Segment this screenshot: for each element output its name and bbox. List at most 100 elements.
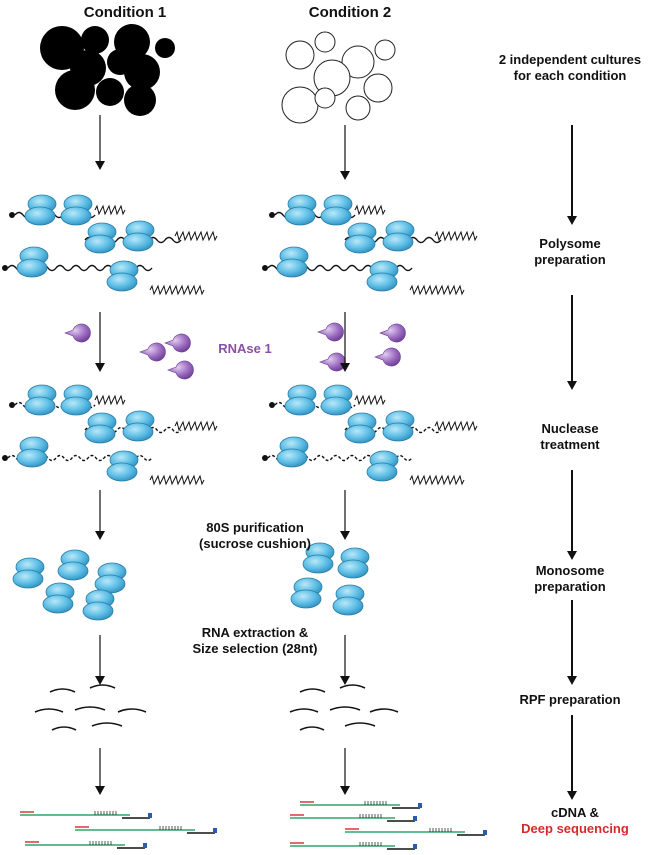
five-prime-cap xyxy=(269,212,275,218)
ribosome xyxy=(366,260,399,292)
ribosome-small-subunit xyxy=(302,554,334,574)
five-prime-cap xyxy=(2,265,8,271)
flow-arrow-col1-head xyxy=(95,161,105,170)
yeast-cell-black xyxy=(124,54,160,90)
monosome xyxy=(42,582,75,614)
polya-tail xyxy=(94,394,126,406)
step-polysome-label: Polysome preparation xyxy=(510,236,630,268)
ribosome-small-subunit xyxy=(320,206,352,226)
step-nuclease-label: Nuclease treatment xyxy=(510,421,630,453)
step-nuclease-line2: treatment xyxy=(540,437,600,452)
ribosome-small-subunit xyxy=(106,462,138,482)
step-arrow-head xyxy=(567,381,577,390)
rnase-enzyme xyxy=(379,323,406,343)
yeast-cell-white xyxy=(281,86,319,124)
ribosome xyxy=(24,194,57,226)
cdna-end-marker xyxy=(418,803,422,808)
rpf-fragment xyxy=(49,688,76,693)
cdna-end-marker xyxy=(413,816,417,821)
ribosome-small-subunit xyxy=(12,569,44,589)
purification-line2: (sucrose cushion) xyxy=(199,536,311,551)
cdna-end-marker xyxy=(148,813,152,818)
rnase-enzyme xyxy=(167,360,194,380)
ribosome xyxy=(16,246,49,278)
cdna-end-marker xyxy=(483,830,487,835)
polya-tail xyxy=(149,474,205,486)
step-cdna-line1: cDNA & xyxy=(551,805,599,820)
cdna-end-marker xyxy=(143,843,147,848)
polya-tail xyxy=(434,420,478,432)
rnase-enzyme xyxy=(64,323,91,343)
ribosome xyxy=(84,412,117,444)
ribosome xyxy=(84,222,117,254)
mrna-strand xyxy=(344,426,442,434)
rnase-enzyme xyxy=(317,322,344,342)
condition-1-header: Condition 1 xyxy=(83,4,167,21)
ribosome-small-subunit xyxy=(82,601,114,621)
rpf-fragment xyxy=(329,706,361,711)
rnase-enzyme xyxy=(139,342,166,362)
ribosome-small-subunit xyxy=(60,206,92,226)
step-rpf-label: RPF preparation xyxy=(500,692,640,708)
ribosome xyxy=(382,410,415,442)
ribosome-small-subunit xyxy=(332,596,364,616)
five-prime-cap xyxy=(269,402,275,408)
ribosome-small-subunit xyxy=(84,424,116,444)
ribosome-small-subunit xyxy=(106,272,138,292)
polya-tail xyxy=(94,204,126,216)
ribosome-small-subunit xyxy=(284,396,316,416)
step-nuclease-line1: Nuclease xyxy=(541,421,599,436)
ribosome xyxy=(106,260,139,292)
ribosome-small-subunit xyxy=(366,462,398,482)
yeast-cell-white xyxy=(363,73,393,103)
ribosome xyxy=(122,410,155,442)
monosome xyxy=(94,562,127,594)
step-cultures-label: 2 independent cultures for each conditio… xyxy=(480,52,660,84)
ribosome xyxy=(24,384,57,416)
step-polysome-line1: Polysome xyxy=(539,236,601,251)
rnase-label: RNAse 1 xyxy=(218,341,272,356)
yeast-cell-white xyxy=(314,31,336,53)
ribosome-small-subunit xyxy=(344,424,376,444)
step-arrow-head xyxy=(567,216,577,225)
five-prime-cap xyxy=(262,265,268,271)
polya-tail xyxy=(174,420,218,432)
monosome xyxy=(332,584,365,616)
monosome xyxy=(82,589,115,621)
extraction-line1: RNA extraction & xyxy=(201,625,309,640)
polya-tail xyxy=(354,394,386,406)
rpf-fragment xyxy=(289,708,319,713)
ribosome xyxy=(284,384,317,416)
ribosome-small-subunit xyxy=(60,396,92,416)
step-cdna-label: cDNA & Deep sequencing xyxy=(510,805,640,837)
yeast-cell-black xyxy=(155,38,175,58)
step-cultures-line2: for each condition xyxy=(513,68,627,83)
yeast-cell-white xyxy=(285,40,315,70)
ribosome xyxy=(284,194,317,226)
yeast-cell-black xyxy=(124,84,156,116)
five-prime-cap xyxy=(9,402,15,408)
polya-tail xyxy=(354,204,386,216)
step-arrow-head xyxy=(567,676,577,685)
yeast-cell-black xyxy=(96,78,124,106)
rpf-fragment xyxy=(117,708,147,713)
ribosome-small-subunit xyxy=(16,258,48,278)
step-arrow-head xyxy=(567,551,577,560)
ribosome-small-subunit xyxy=(57,561,89,581)
rpf-fragment xyxy=(344,722,376,727)
rpf-fragment xyxy=(74,706,106,711)
cdna-end-marker xyxy=(413,844,417,849)
ribosome-small-subunit xyxy=(284,206,316,226)
ribosome xyxy=(382,220,415,252)
rpf-fragment xyxy=(299,688,326,693)
ribosome-small-subunit xyxy=(344,234,376,254)
ribosome-small-subunit xyxy=(290,589,322,609)
yeast-cell-white xyxy=(314,87,336,109)
ribosome-small-subunit xyxy=(24,396,56,416)
cdna-end-marker xyxy=(213,828,217,833)
monosome xyxy=(290,577,323,609)
yeast-cell-white xyxy=(374,39,396,61)
yeast-cell-black xyxy=(81,26,109,54)
five-prime-cap xyxy=(262,455,268,461)
ribosome-small-subunit xyxy=(84,234,116,254)
